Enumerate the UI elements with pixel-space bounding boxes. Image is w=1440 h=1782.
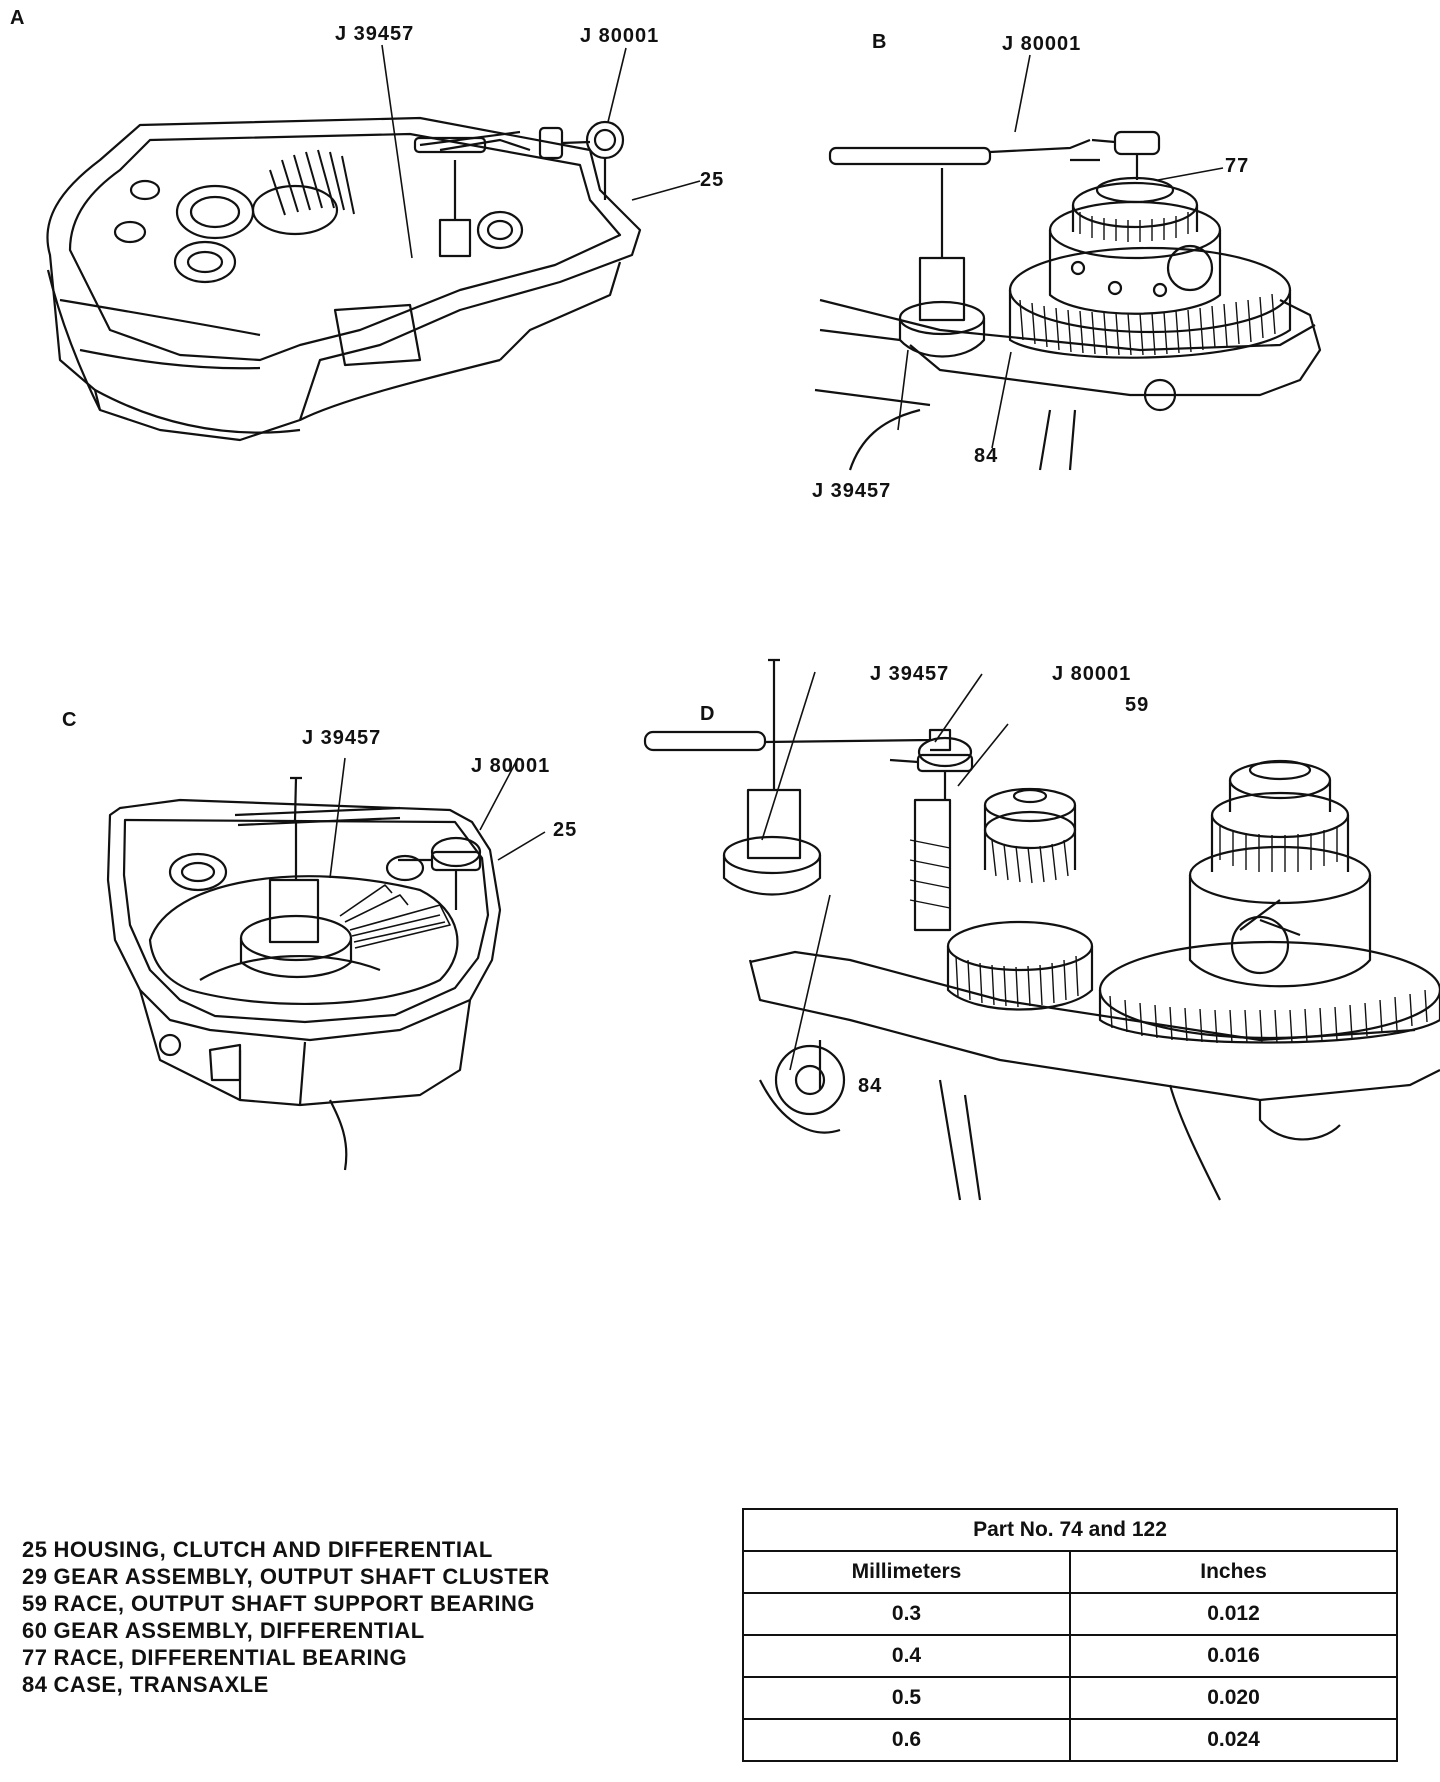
diagram-panel-d: D (643, 658, 1440, 1240)
dial-indicator-j80001-c (430, 836, 482, 868)
transaxle-case-plate (909, 299, 1322, 397)
transaxle-case-d (748, 959, 1440, 1102)
column-header-millimeters: Millimeters (742, 1550, 1071, 1594)
callout-j39457-b: J 39457 (812, 480, 892, 502)
cell-millimeters: 0.4 (742, 1634, 1071, 1678)
callout-j80001-a: J 80001 (580, 25, 660, 47)
diagram-panel-a: A J 39457 J 80001 25 (0, 0, 723, 470)
dial-indicator-j80001 (585, 120, 625, 160)
diagram-panel-b: B J 80001 77 84 J 39457 (720, 0, 1440, 520)
table-title-row: Part No. 74 and 122 (742, 1508, 1398, 1552)
panel-b-illustration (814, 54, 1322, 471)
panel-letter-c: C (62, 709, 77, 731)
cell-millimeters: 0.3 (742, 1592, 1071, 1636)
callout-77-b: 77 (1225, 155, 1250, 177)
cell-inches: 0.024 (1069, 1718, 1398, 1762)
diagram-panel-c: C J 39457 J 80001 25 (0, 700, 700, 1220)
shim-size-table: Part No. 74 and 122 Millimeters Inches 0… (742, 1508, 1398, 1762)
callout-j39457-d: J 39457 (870, 663, 950, 685)
dial-indicator-j80001-b (1113, 130, 1161, 156)
table-title: Part No. 74 and 122 (742, 1508, 1398, 1552)
clutch-housing-outline (46, 116, 642, 442)
table-row: 0.5 0.020 (742, 1676, 1398, 1720)
callout-25-a: 25 (700, 169, 725, 191)
tool-j39457-body (438, 218, 472, 258)
callout-j80001-b: J 80001 (1002, 33, 1082, 55)
callout-84-d: 84 (858, 1075, 883, 1097)
callout-25-c: 25 (553, 819, 578, 841)
callout-59-d: 59 (1125, 694, 1150, 716)
differential-ring-gear (1008, 246, 1292, 334)
callout-j39457-a: J 39457 (335, 23, 415, 45)
callout-j39457-c: J 39457 (302, 727, 382, 749)
dial-indicator-j80001-d (917, 736, 973, 768)
callout-j80001-d: J 80001 (1052, 663, 1132, 685)
panel-d-illustration (643, 658, 1440, 1201)
panel-letter-b: B (872, 31, 887, 53)
table-row: 0.4 0.016 (742, 1634, 1398, 1678)
panel-c-illustration (106, 757, 546, 1171)
cell-inches: 0.012 (1069, 1592, 1398, 1636)
panel-letter-a: A (10, 7, 25, 29)
callout-84-b: 84 (974, 445, 999, 467)
cell-inches: 0.020 (1069, 1676, 1398, 1720)
table-row: 0.6 0.024 (742, 1718, 1398, 1762)
cell-millimeters: 0.6 (742, 1718, 1071, 1762)
table-row: 0.3 0.012 (742, 1592, 1398, 1636)
cell-millimeters: 0.5 (742, 1676, 1071, 1720)
column-header-inches: Inches (1069, 1550, 1398, 1594)
panel-a-illustration (46, 44, 701, 442)
callout-j80001-c: J 80001 (471, 755, 551, 777)
cell-inches: 0.016 (1069, 1634, 1398, 1678)
table-header-row: Millimeters Inches (742, 1550, 1398, 1594)
differential-gear-d (1098, 940, 1440, 1040)
panel-letter-d: D (700, 703, 715, 725)
